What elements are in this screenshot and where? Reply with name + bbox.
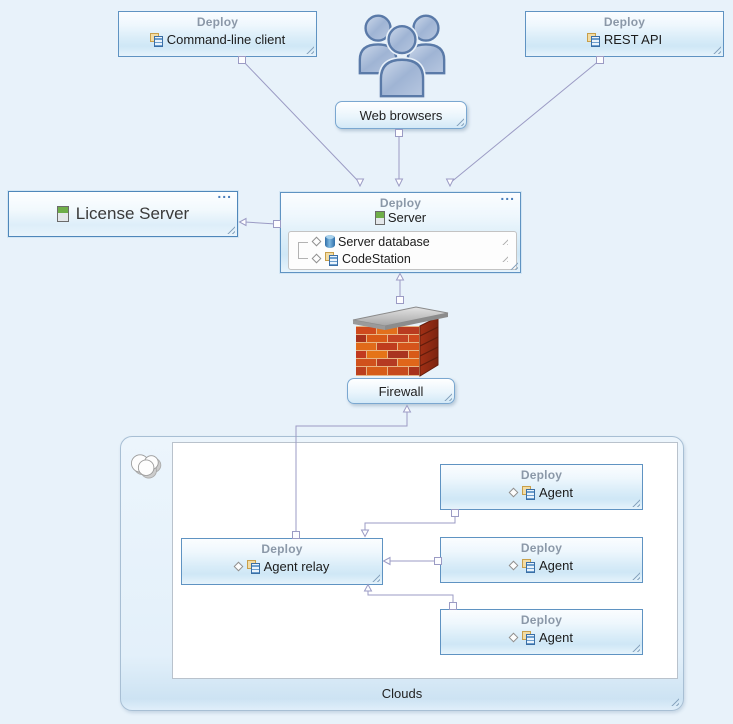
resize-handle[interactable]	[510, 262, 518, 270]
connector-arrow	[394, 178, 404, 188]
node-name: Command-line client	[166, 32, 286, 47]
node-firewall[interactable]: Firewall	[347, 378, 455, 404]
node-type-label: Deploy	[520, 468, 563, 482]
component-name: CodeStation	[342, 251, 411, 266]
node-agent-top[interactable]: Deploy Agent	[440, 464, 643, 510]
link-diamond-icon	[508, 487, 519, 498]
overflow-menu-icon[interactable]: ...	[500, 187, 515, 203]
resize-handle[interactable]	[444, 393, 452, 401]
node-agent-relay[interactable]: Deploy Agent relay	[181, 538, 383, 585]
resize-handle[interactable]	[372, 574, 380, 582]
resize-handle[interactable]	[713, 46, 721, 54]
node-label: Firewall	[378, 383, 424, 399]
list-item-server-database[interactable]: Server database	[311, 233, 508, 250]
node-name: Server	[387, 210, 427, 225]
component-name: Server database	[338, 234, 430, 249]
link-diamond-icon	[508, 560, 519, 571]
list-item-codestation[interactable]: CodeStation	[311, 250, 508, 267]
connector-arrow	[445, 178, 455, 188]
node-name: License Server	[75, 204, 190, 223]
resize-handle[interactable]	[632, 644, 640, 652]
connector-arrow	[355, 178, 365, 188]
component-icon	[246, 559, 261, 574]
component-icon	[522, 630, 536, 645]
server-component-list: Server database CodeStation	[288, 231, 517, 270]
component-icon	[586, 32, 601, 47]
connector-port[interactable]	[395, 129, 403, 137]
resize-handle[interactable]	[671, 698, 679, 706]
component-icon	[522, 558, 536, 573]
resize-handle[interactable]	[306, 46, 314, 54]
link-diamond-icon	[233, 561, 244, 572]
link-diamond-icon	[508, 632, 519, 643]
server-icon	[56, 206, 69, 222]
cloud-icon	[131, 454, 162, 479]
connector-port[interactable]	[238, 56, 246, 64]
node-type-label: Deploy	[261, 542, 303, 556]
database-icon	[325, 235, 335, 248]
connector-license-server	[244, 221, 277, 225]
link-diamond-icon	[311, 236, 322, 247]
component-icon	[522, 485, 536, 500]
node-type-label: Deploy	[520, 541, 563, 555]
node-type-label: Deploy	[196, 15, 239, 29]
node-type-label: Deploy	[520, 613, 563, 627]
people-icon	[358, 14, 446, 100]
node-name: Agent	[539, 558, 573, 573]
node-rest-api[interactable]: Deploy REST API	[525, 11, 724, 57]
node-web-browsers[interactable]: Web browsers	[335, 101, 467, 129]
connector-port[interactable]	[596, 56, 604, 64]
node-agent-bottom[interactable]: Deploy Agent	[440, 609, 643, 655]
node-server[interactable]: ... Deploy Server Server database CodeSt…	[280, 187, 521, 273]
link-diamond-icon	[311, 253, 322, 264]
component-icon	[149, 32, 164, 47]
node-label: Web browsers	[359, 107, 443, 123]
component-icon	[325, 251, 339, 266]
resize-handle[interactable]	[632, 499, 640, 507]
node-type-label: Deploy	[379, 196, 422, 210]
node-command-line-client[interactable]: Deploy Command-line client	[118, 11, 317, 57]
node-license-server[interactable]: ... License Server	[8, 185, 238, 237]
connector-arrow	[395, 272, 405, 281]
node-name: Agent	[539, 630, 573, 645]
node-type-label: Deploy	[603, 15, 646, 29]
tree-bracket	[298, 242, 308, 259]
resize-handle[interactable]	[456, 118, 464, 126]
node-name: REST API	[603, 32, 663, 47]
node-name: Agent relay	[263, 559, 330, 574]
connector-restapi-server	[449, 59, 601, 184]
firewall-icon	[352, 306, 449, 377]
resize-handle[interactable]	[632, 572, 640, 580]
resize-handle[interactable]	[227, 226, 235, 234]
overflow-menu-icon[interactable]: ...	[217, 185, 232, 201]
connector-arrow	[238, 217, 247, 227]
connector-arrow	[402, 404, 412, 413]
group-label: Clouds	[381, 686, 423, 701]
node-name: Agent	[539, 485, 573, 500]
server-icon	[374, 210, 385, 225]
resize-handle[interactable]	[501, 255, 508, 262]
node-agent-middle[interactable]: Deploy Agent	[440, 537, 643, 583]
resize-handle[interactable]	[501, 238, 508, 245]
